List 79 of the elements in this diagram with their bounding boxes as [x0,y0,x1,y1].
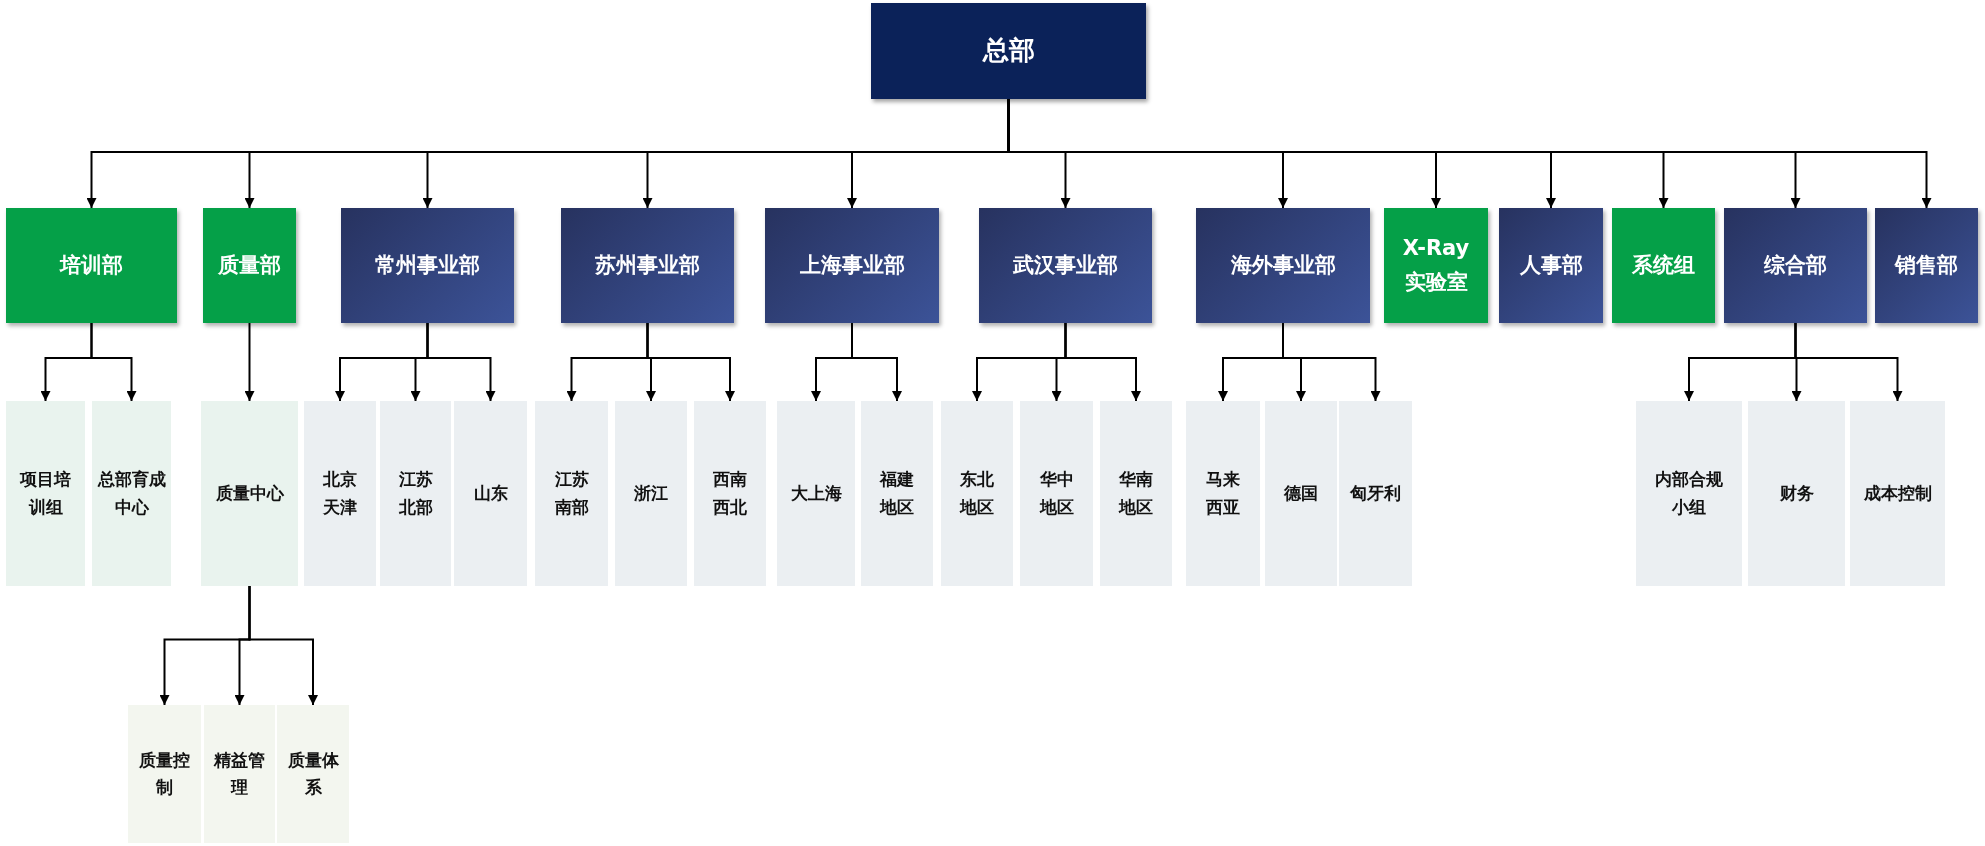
node-label: 江苏南部 [554,468,589,519]
unit-box [1020,401,1093,586]
unit-box [861,401,933,586]
node-label: 常州事业部 [375,251,480,279]
node-label: 苏州事业部 [595,251,700,279]
unit-box [1850,401,1945,586]
node-label: 浙江 [634,481,668,505]
node-label: 江苏北部 [398,468,433,519]
department-box [1612,208,1715,323]
node-label: 北京天津 [323,468,357,519]
department-box [203,208,296,323]
node-label: 精益管理 [214,748,265,799]
unit-box [615,401,687,586]
division-box [1875,208,1978,323]
unit-box [201,401,298,586]
division-box [765,208,939,323]
node-label: 质量部 [218,251,281,279]
unit-box [454,401,527,586]
node-label: 上海事业部 [799,251,905,279]
unit-box [1748,401,1845,586]
node-label: 华南地区 [1119,468,1153,519]
node-label: 德国 [1284,481,1318,505]
unit-box [128,705,201,843]
node-label: 总部育成中心 [97,468,166,519]
unit-box [277,705,349,843]
division-box [979,208,1152,323]
connector-arrow [248,585,318,706]
unit-box [1186,401,1260,586]
headquarters-box [871,3,1146,99]
unit-box [535,401,608,586]
node-label: X-Ray 实验室 [1402,234,1470,296]
node-label: 销售部 [1895,251,1958,279]
connector-arrow [426,322,496,402]
unit-box [777,401,855,586]
node-label: 项目培训组 [20,468,71,519]
division-box [1724,208,1867,323]
department-box [1384,208,1488,323]
node-label: 人事部 [1519,251,1583,279]
node-label: 质量控制 [139,748,190,799]
connector-arrow [646,322,735,402]
unit-box [1265,401,1337,586]
unit-box [941,401,1013,586]
unit-box [304,401,376,586]
node-label: 大上海 [790,481,842,505]
unit-box [1339,401,1412,586]
node-label: 质量体系 [287,748,339,799]
connector-arrow [1794,322,1903,402]
unit-box [1100,401,1172,586]
node-label: 华中地区 [1039,468,1074,519]
node-label: 海外事业部 [1230,251,1336,279]
connector-arrow [244,322,255,402]
node-label: 山东 [473,481,508,505]
unit-box [694,401,766,586]
node-label: 培训部 [60,251,123,279]
node-label: 成本控制 [1863,481,1932,505]
unit-box [204,705,275,843]
division-box [1499,208,1603,323]
node-label: 总部 [982,34,1035,68]
unit-box [380,401,451,586]
connector-arrow [1064,322,1141,402]
node-label: 内部合规小组 [1655,468,1723,519]
node-label: 财务 [1779,481,1814,505]
division-box [1196,208,1370,323]
department-box [6,208,177,323]
unit-box [1636,401,1742,586]
node-label: 综合部 [1764,251,1827,279]
unit-box [6,401,85,586]
node-label: 马来西亚 [1206,468,1240,519]
node-label: 系统组 [1632,251,1695,279]
node-label: 福建地区 [880,468,914,519]
node-label: 东北地区 [960,468,994,519]
node-label: 质量中心 [215,481,284,505]
connector-arrow [90,322,137,402]
division-box [561,208,734,323]
node-label: 匈牙利 [1350,481,1401,505]
node-label: 武汉事业部 [1013,251,1118,279]
unit-box [92,401,171,586]
node-label: 西南西北 [713,468,747,519]
division-box [341,208,514,323]
